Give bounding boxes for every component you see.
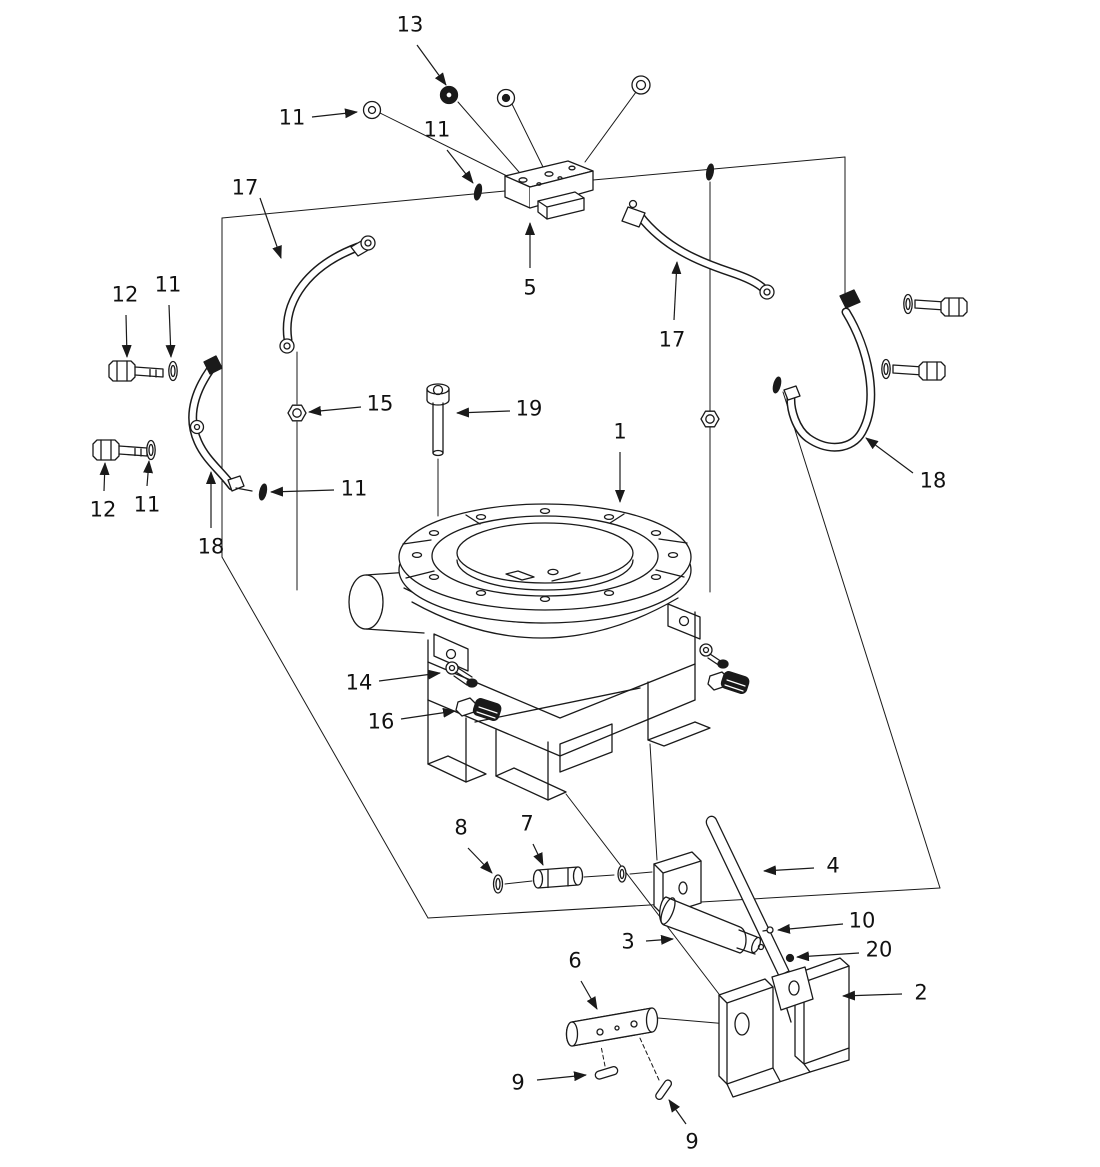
part-18-hose-left (188, 355, 253, 492)
part-12-bolt-lower (92, 439, 148, 461)
part-1-slewing-ring (398, 503, 692, 624)
part-5-valve-block (504, 160, 594, 220)
callout-leader-19 (456, 407, 511, 418)
callout-leader-11 (446, 149, 474, 184)
callout-leader-20 (796, 951, 860, 962)
part-12-bolt-upper (108, 360, 164, 382)
callout-leader-18 (865, 437, 914, 474)
callout-label-8: 8 (454, 815, 468, 840)
nut-right (700, 410, 720, 428)
part-20-ball (785, 953, 795, 963)
part-6-pin (565, 1007, 659, 1047)
callout-label-3: 3 (621, 929, 635, 954)
part-19-bolt (426, 383, 450, 457)
callout-label-6: 6 (568, 948, 582, 973)
callout-label-16: 16 (367, 709, 395, 734)
oring-seals (258, 163, 782, 501)
callout-leader-11 (270, 486, 335, 497)
part-15-nut-left (287, 404, 307, 422)
callout-label-11: 11 (154, 272, 182, 297)
callout-label-4: 4 (826, 853, 840, 878)
callout-label-20: 20 (865, 937, 893, 962)
callout-leader-4 (763, 865, 815, 876)
callout-label-11: 11 (340, 476, 368, 501)
callout-leader-13 (416, 44, 447, 86)
callout-label-2: 2 (914, 980, 928, 1005)
callout-leader-15 (308, 405, 362, 416)
callout-leader-14 (378, 669, 441, 682)
callout-label-11: 11 (133, 492, 161, 517)
part-9-pin-a (594, 1066, 619, 1080)
callout-label-10: 10 (848, 908, 876, 933)
top-fasteners (362, 75, 651, 120)
callout-label-14: 14 (345, 670, 373, 695)
callout-leader-12 (121, 314, 132, 358)
part-14-fitting-left (445, 661, 478, 688)
callout-label-18: 18 (919, 468, 947, 493)
callout-label-5: 5 (523, 275, 537, 300)
callout-label-11: 11 (278, 105, 306, 130)
part-9-pin-b (655, 1079, 673, 1101)
part-4-lever-arm (705, 815, 814, 1023)
part-16-plug-right (707, 671, 750, 694)
callout-leader-16 (400, 707, 456, 720)
callout-leader-17 (671, 261, 682, 321)
callout-leader-7 (532, 843, 544, 866)
callout-leader-17 (259, 197, 282, 259)
callout-leader-10 (777, 923, 844, 934)
callout-leader-11 (165, 304, 176, 358)
part-11-washer-lower (146, 439, 156, 461)
callout-leader-9 (536, 1071, 587, 1082)
callout-label-12: 12 (111, 282, 139, 307)
callout-label-9: 9 (511, 1070, 525, 1095)
callout-label-19: 19 (515, 396, 543, 421)
callout-label-15: 15 (366, 391, 394, 416)
callout-label-9: 9 (685, 1129, 699, 1154)
bolt-holes (411, 507, 679, 603)
part-17-hose-left (279, 235, 376, 354)
part-10-screw (762, 926, 774, 934)
callout-leader-2 (842, 990, 903, 1001)
part-8-oring (492, 874, 504, 894)
oring-small-axis (617, 865, 627, 883)
callout-label-11: 11 (423, 117, 451, 142)
callout-label-1: 1 (613, 419, 627, 444)
callout-label-17: 17 (658, 327, 686, 352)
part-3-cylinder (653, 851, 765, 955)
callout-leader-3 (645, 934, 674, 945)
part-7-pin (532, 866, 584, 889)
callout-leader-9 (668, 1099, 687, 1125)
callout-label-7: 7 (520, 811, 534, 836)
callout-label-12: 12 (89, 497, 117, 522)
part-16-plug-left (455, 697, 502, 721)
callout-leader-11 (143, 460, 154, 487)
part-14-fitting-right (699, 643, 729, 669)
callout-label-13: 13 (396, 12, 424, 37)
callout-leader-11 (311, 108, 358, 119)
callout-leader-8 (467, 847, 493, 874)
part-17-hose-right (621, 199, 775, 300)
callout-label-17: 17 (231, 175, 259, 200)
callout-leader-6 (580, 980, 598, 1010)
right-bolt-upper (903, 293, 968, 317)
part-2-bracket (718, 957, 850, 1098)
part-11-washer-upper (168, 360, 178, 382)
part-18-hose-right (783, 289, 876, 452)
right-bolt-lower (881, 358, 946, 381)
callout-leader-12 (99, 462, 110, 492)
callout-label-18: 18 (197, 534, 225, 559)
